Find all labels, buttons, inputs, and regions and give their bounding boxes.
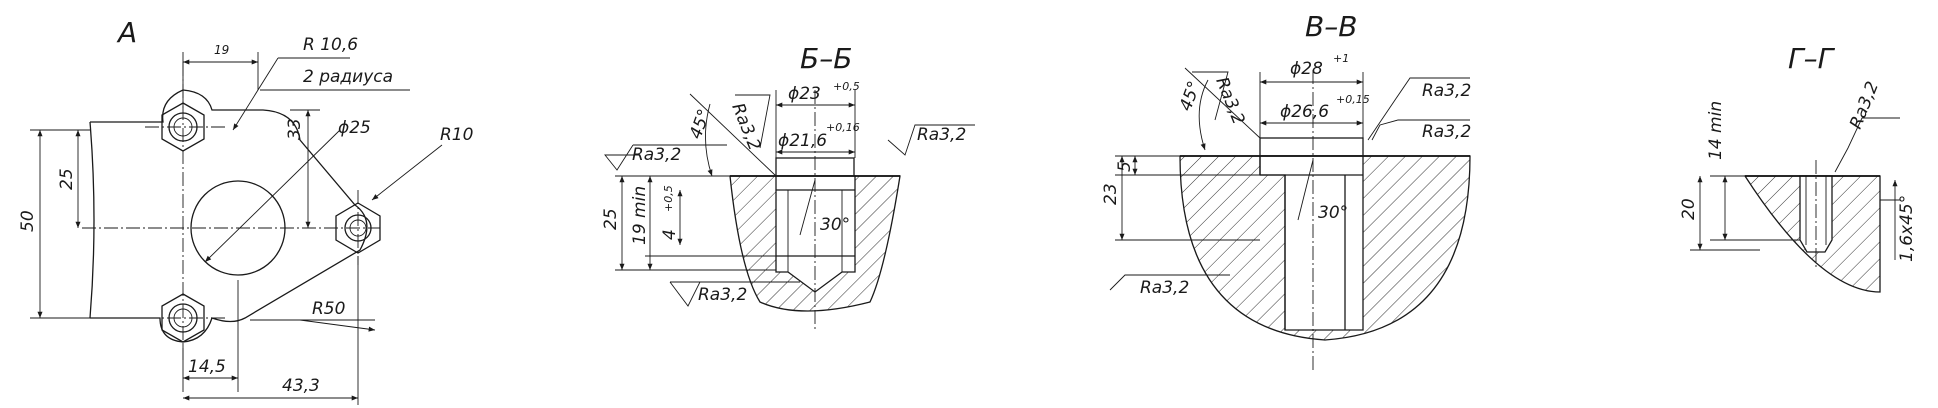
view-vv-dim-23: 23 — [1101, 183, 1121, 205]
view-bb-dia-21-6: ϕ21,6 — [778, 131, 827, 151]
view-gg-ra-1: Ra3,2 — [1846, 79, 1883, 132]
view-a-r50: R50 — [312, 299, 345, 319]
view-bb-angle-30: 30° — [820, 215, 850, 235]
view-a-r-10-6: R 10,6 — [303, 35, 358, 55]
view-bb-angle-45: 45° — [686, 107, 715, 142]
view-a-dim-43-3: 43,3 — [282, 376, 320, 396]
view-vv-ra-2: Ra3,2 — [1422, 81, 1471, 101]
view-vv-angle-30: 30° — [1318, 203, 1348, 223]
view-vv-spotface — [1259, 137, 1364, 157]
view-a-bore — [190, 180, 286, 276]
view-gg-title: Г–Г — [1788, 42, 1836, 75]
view-a: А 19 — [18, 16, 473, 405]
view-bb-dim-19min: 19 min — [630, 186, 650, 245]
view-vv-ra-4: Ra3,2 — [1140, 278, 1189, 298]
view-vv-ra-1: Ra3,2 — [1211, 74, 1248, 127]
view-bb-bore — [775, 175, 856, 293]
view-bb-dim-25: 25 — [601, 208, 621, 230]
view-bb-ra-4: Ra3,2 — [698, 285, 747, 305]
view-gg-chamfer: 1,6x45° — [1897, 195, 1917, 262]
view-bb-tol-05: +0,5 — [833, 80, 860, 93]
view-gg-dim-14min: 14 min — [1706, 101, 1726, 160]
view-bb-dim-4: 4 — [660, 229, 680, 240]
view-vv-tol-1: +1 — [1333, 52, 1349, 65]
view-a-dim-33: 33 — [285, 118, 305, 140]
view-gg-dim-20: 20 — [1679, 198, 1699, 220]
view-bb-title: Б–Б — [800, 42, 852, 75]
view-a-nut-bottom — [161, 293, 205, 343]
view-a-two-radii: 2 радиуса — [303, 67, 393, 87]
view-vv: В–В ϕ28 +1 ϕ26,6 +0,15 45° Ra3,2 R — [1101, 10, 1471, 370]
view-a-title: А — [116, 16, 137, 49]
view-vv-title: В–В — [1305, 10, 1357, 43]
view-bb-tol-4: +0,5 — [662, 185, 675, 212]
view-a-r10: R10 — [440, 125, 473, 145]
view-bb-ra-2: Ra3,2 — [917, 125, 966, 145]
view-vv-angle-45: 45° — [1176, 79, 1205, 114]
view-vv-dim-5: 5 — [1115, 161, 1135, 172]
view-vv-ra-3: Ra3,2 — [1422, 122, 1471, 142]
view-a-dim-50: 50 — [18, 210, 38, 232]
view-gg: Г–Г 14 min 20 Ra3,2 1,6x45° — [1679, 42, 1917, 293]
view-a-dia-25: ϕ25 — [338, 118, 371, 138]
view-vv-tol-015: +0,15 — [1336, 93, 1370, 106]
view-bb-ra-1: Ra3,2 — [727, 100, 764, 153]
view-a-left-edge — [89, 121, 95, 319]
view-a-dim-25: 25 — [57, 168, 77, 190]
view-bb: Б–Б ϕ23 +0,5 ϕ21,6 +0,16 45° Ra3,2 — [601, 42, 975, 330]
view-bb-ra-3: Ra3,2 — [632, 145, 681, 165]
view-vv-dia-26-6: ϕ26,6 — [1280, 102, 1329, 122]
view-a-dim-19: 19 — [214, 43, 229, 57]
view-a-dim-14-5: 14,5 — [188, 357, 226, 377]
view-a-nut-top — [161, 102, 205, 152]
view-a-nut-right — [335, 202, 381, 254]
view-a-outline — [90, 89, 368, 343]
view-vv-dia-28: ϕ28 — [1290, 59, 1323, 79]
view-bb-dia-23: ϕ23 — [788, 84, 821, 104]
view-bb-tol-016: +0,16 — [826, 121, 860, 134]
